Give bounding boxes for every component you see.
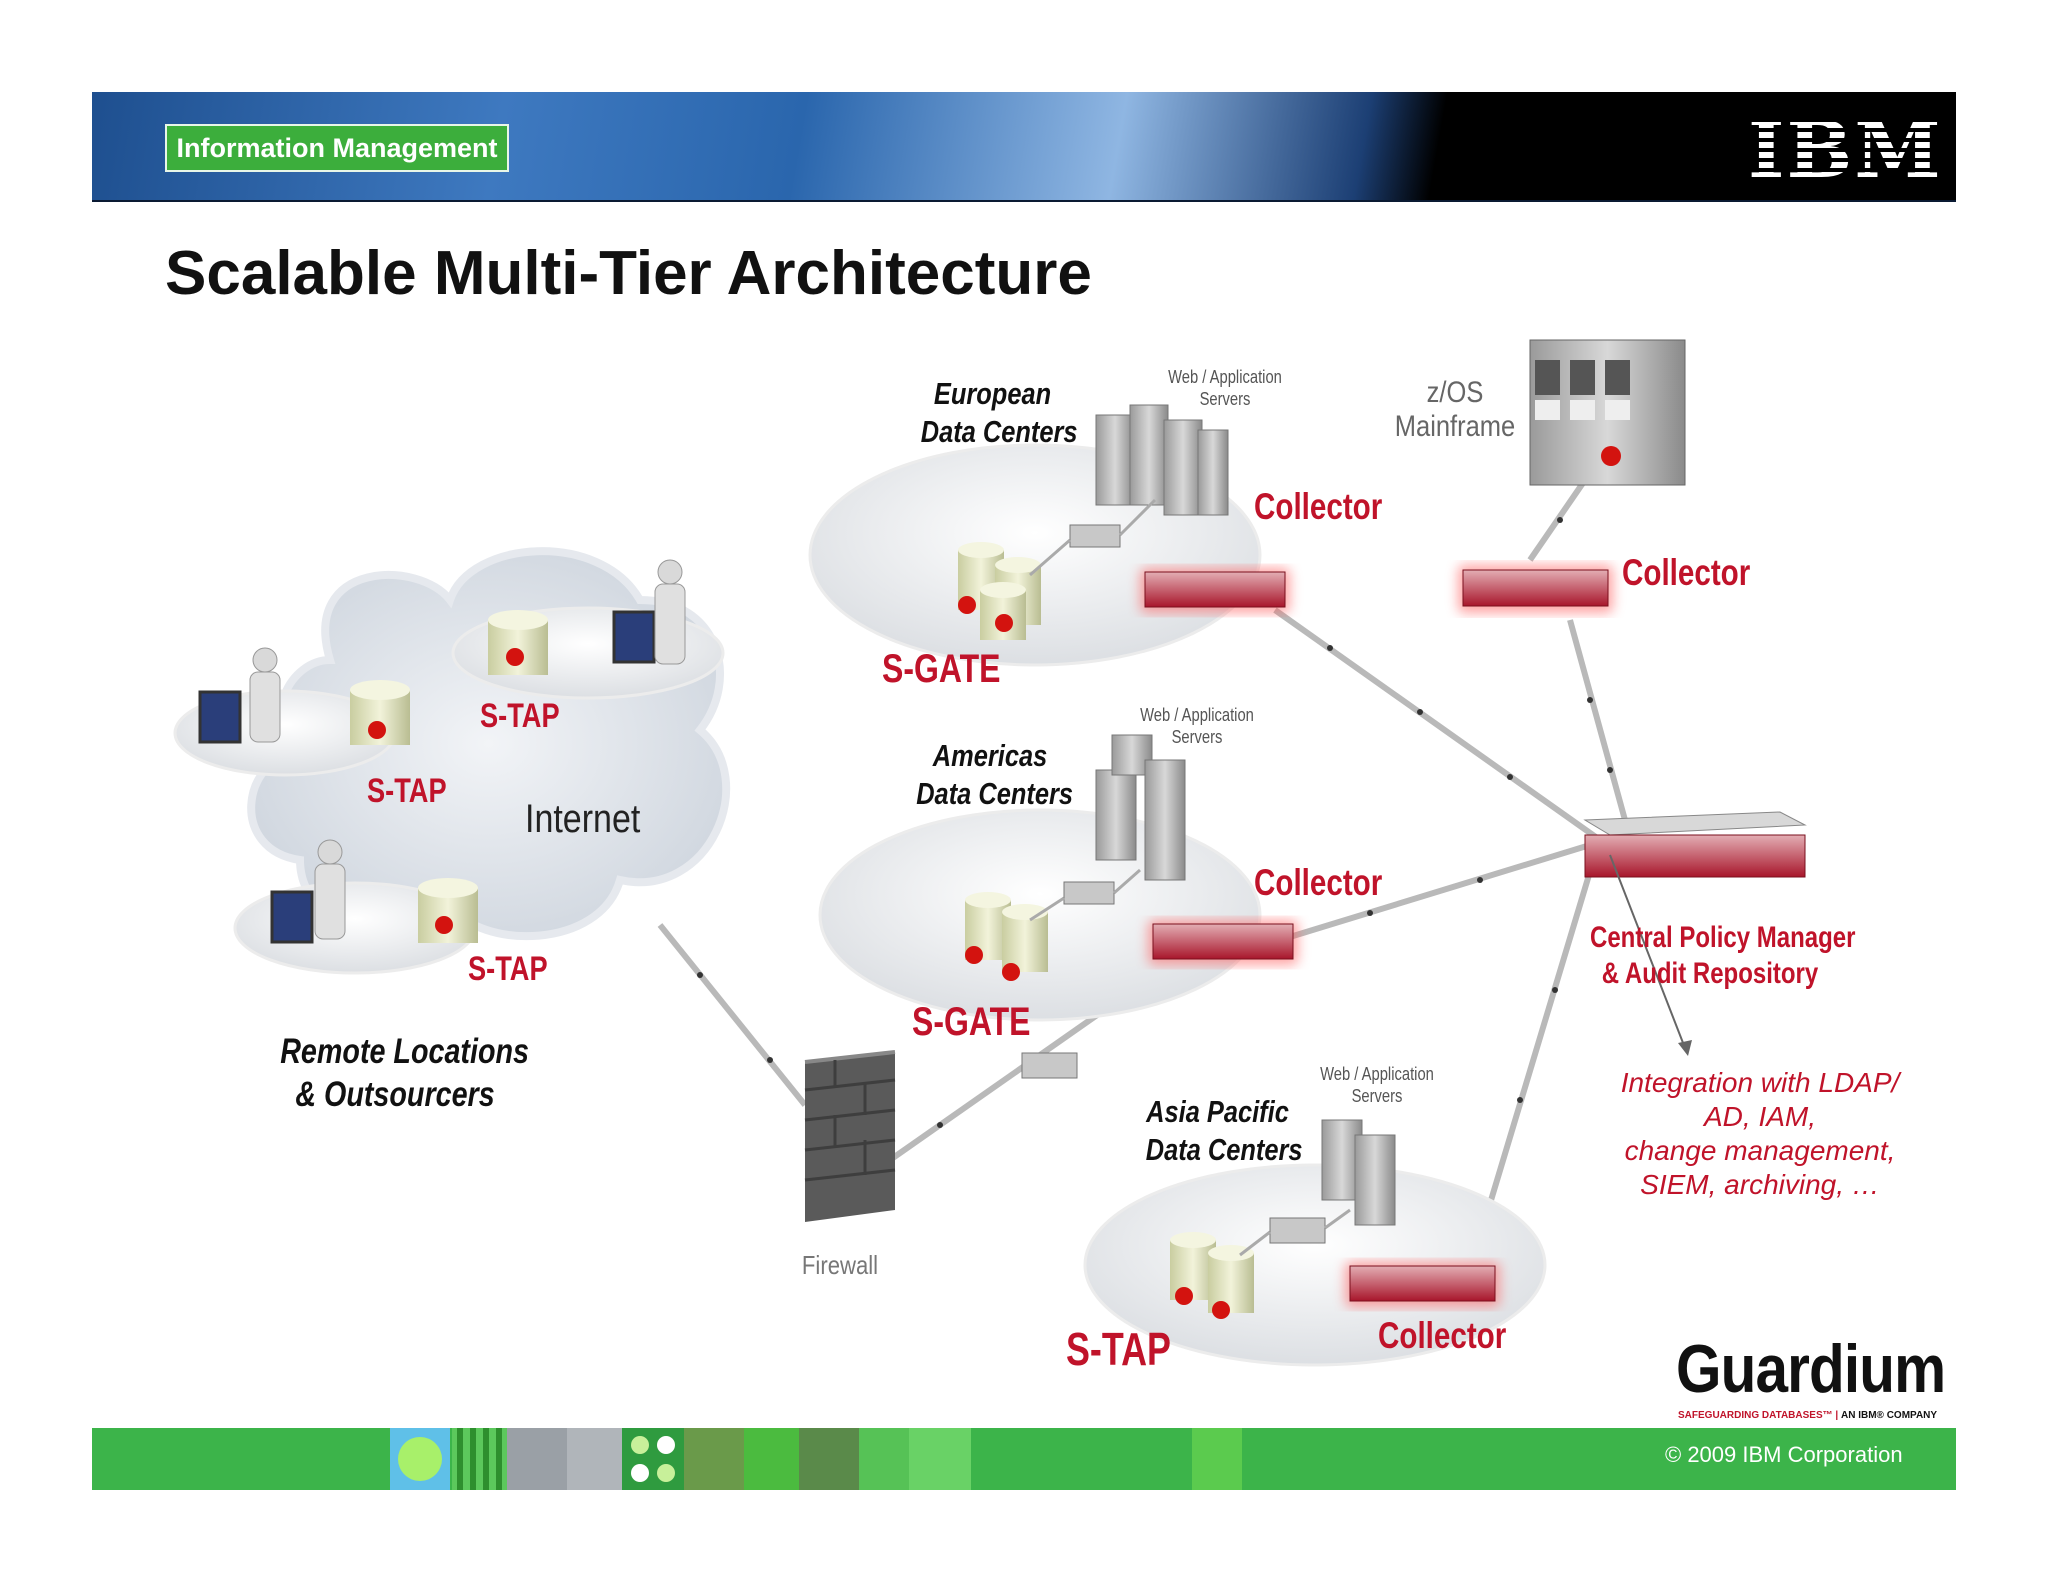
remote-user-1	[198, 647, 281, 744]
db-remote-2	[488, 610, 548, 675]
information-management-badge: Information Management	[165, 124, 509, 172]
web-servers-label-asia: Web / Application Servers	[1320, 1064, 1434, 1106]
firewall-label: Firewall	[801, 1250, 879, 1280]
web-servers-label-europe: Web / Application Servers	[1168, 367, 1282, 409]
integration-text: Integration with LDAP/ AD, IAM, change m…	[1620, 1067, 1900, 1200]
mainframe-label: z/OS Mainframe	[1394, 376, 1516, 443]
remote-user-2	[612, 559, 686, 665]
collector-appliance-asia	[1345, 1262, 1500, 1307]
stap-label-asia: S-TAP	[1066, 1323, 1171, 1375]
switch-firewall	[1021, 1052, 1078, 1079]
footer-pattern	[390, 1428, 1242, 1490]
stap-label-remote-2: S-TAP	[480, 697, 560, 735]
collector-label-europe: Collector	[1254, 486, 1383, 527]
collector-label-asia: Collector	[1378, 1315, 1507, 1356]
collector-appliance-americas	[1148, 920, 1298, 965]
guardium-logo: Guardium	[1676, 1331, 1946, 1407]
mainframe	[1529, 339, 1686, 486]
remote-user-3	[270, 839, 346, 944]
sgate-label-europe: S-GATE	[882, 647, 1001, 691]
web-servers-label-americas: Web / Application Servers	[1140, 705, 1254, 747]
page-title: Scalable Multi-Tier Architecture	[165, 239, 1092, 308]
central-policy-manager-appliance	[1583, 811, 1807, 878]
region-label-americas: Americas Data Centers	[916, 738, 1074, 811]
footer-band	[92, 1428, 1956, 1490]
collector-label-americas: Collector	[1254, 862, 1383, 903]
region-label-europe: European Data Centers	[920, 376, 1078, 449]
stap-label-remote-1: S-TAP	[367, 772, 447, 810]
db-europe	[958, 542, 1041, 640]
firewall	[804, 1050, 896, 1222]
switch-americas	[1063, 881, 1115, 905]
sgate-label-americas: S-GATE	[912, 1000, 1031, 1044]
db-remote-1	[350, 680, 410, 745]
switch-europe	[1069, 524, 1121, 548]
servers-americas	[1095, 734, 1186, 881]
servers-asia	[1321, 1119, 1396, 1226]
collector-appliance-mainframe	[1458, 565, 1613, 613]
central-policy-manager-label: Central Policy Manager & Audit Repositor…	[1590, 921, 1856, 990]
db-asia	[1170, 1232, 1254, 1319]
db-remote-3	[418, 878, 478, 943]
servers-europe	[1095, 404, 1229, 516]
guardium-tagline: SAFEGUARDING DATABASES™ | AN IBM® COMPAN…	[1678, 1410, 1938, 1421]
region-label-remote: Remote Locations & Outsourcers	[280, 1032, 529, 1114]
collector-appliance-europe	[1140, 568, 1290, 613]
collector-label-mainframe: Collector	[1622, 552, 1751, 593]
internet-label: Internet	[525, 797, 641, 841]
db-americas	[965, 892, 1048, 981]
stap-label-remote-3: S-TAP	[468, 950, 548, 988]
ibm-logo: IBM	[1748, 105, 1943, 196]
region-label-asia: Asia Pacific Data Centers	[1145, 1094, 1303, 1167]
switch-asia	[1269, 1217, 1326, 1244]
copyright: © 2009 IBM Corporation	[1665, 1442, 1903, 1467]
